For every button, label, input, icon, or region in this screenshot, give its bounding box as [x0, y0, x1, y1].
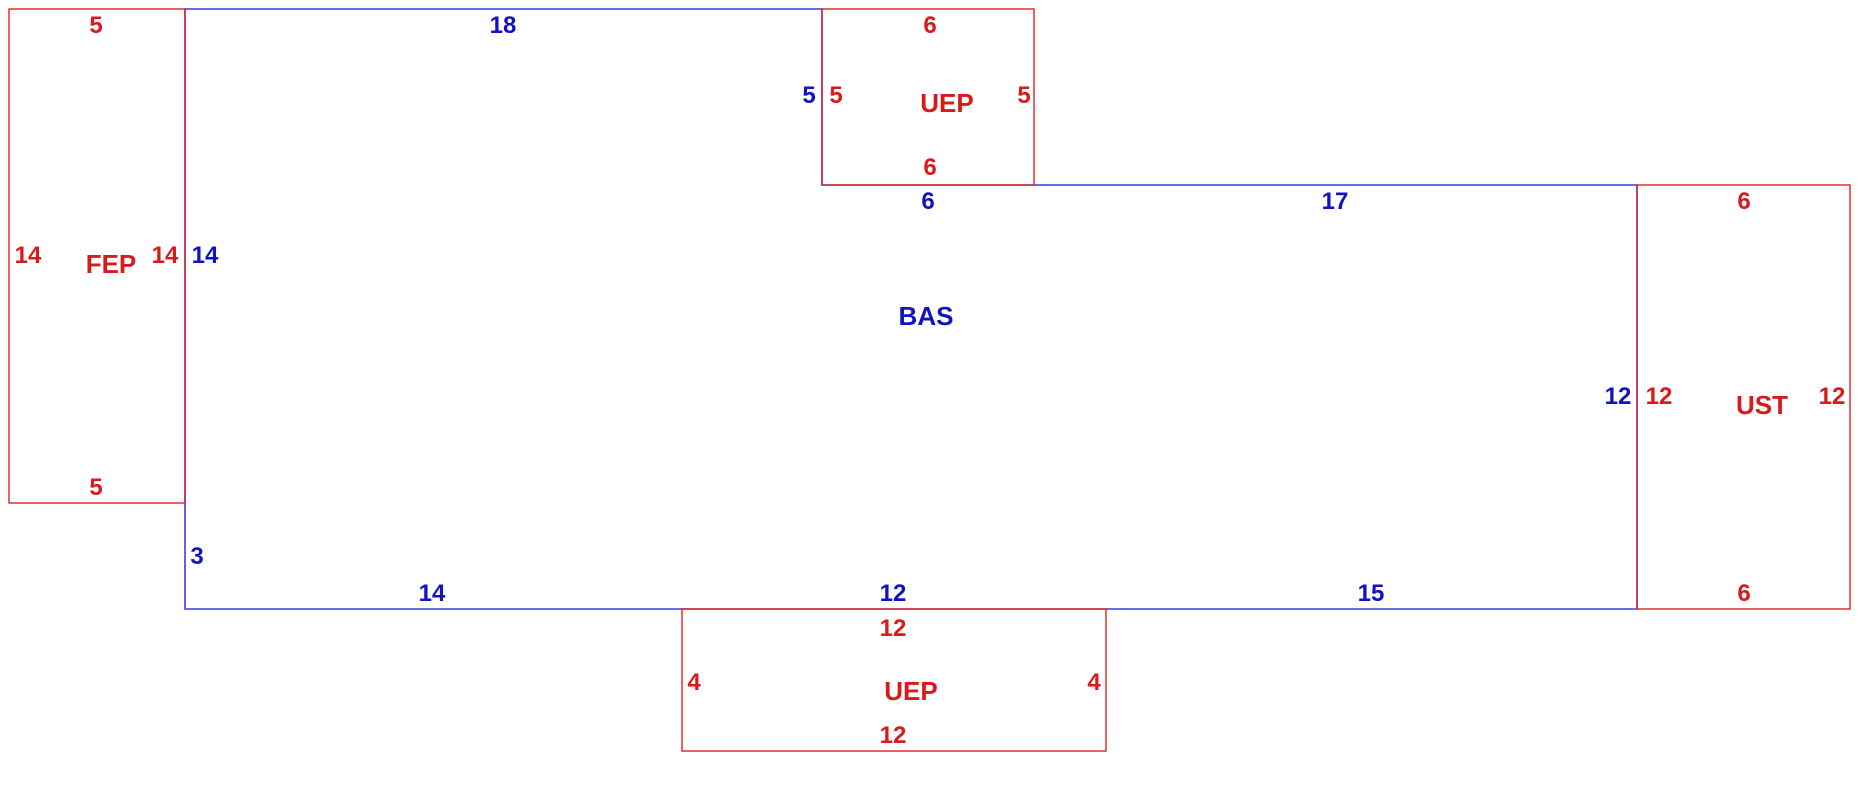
ust-dim-top: 6: [1737, 188, 1750, 215]
fep-outline: [8, 8, 186, 504]
uep-bottom-dim-bottom: 12: [880, 722, 907, 749]
ust-outline: [1636, 184, 1851, 610]
bas-dim-right: 12: [1605, 383, 1632, 410]
bas-dim-bottom-mid: 12: [880, 580, 907, 607]
bas-dim-top: 18: [490, 12, 517, 39]
uep-top-dim-top: 6: [923, 12, 936, 39]
uep-bottom-outline: [681, 608, 1107, 752]
bas-dim-notch-bottom: 6: [921, 188, 934, 215]
uep-bottom-area-label: UEP: [884, 676, 937, 706]
bas-dim-bottom-left: 14: [419, 580, 446, 607]
ust-area-label: UST: [1736, 390, 1788, 420]
fep-dim-bottom: 5: [89, 474, 102, 501]
uep-bottom-dim-right: 4: [1087, 669, 1101, 696]
uep-top-outline: [821, 8, 1035, 186]
bas-dim-left-lower: 3: [190, 543, 203, 570]
fep-area-label: FEP: [86, 249, 137, 279]
uep-top-dim-bottom: 6: [923, 154, 936, 181]
bas-area-label: BAS: [899, 301, 954, 331]
fep-dim-right: 14: [152, 242, 179, 269]
bas-dim-notch-side: 5: [802, 82, 815, 109]
uep-bottom-dim-left: 4: [687, 669, 701, 696]
uep-top-dim-left: 5: [829, 82, 842, 109]
fep-dim-left: 14: [15, 242, 42, 269]
bas-dim-upper-right: 17: [1322, 188, 1349, 215]
bas-dim-bottom-right: 15: [1358, 580, 1385, 607]
ust-dim-left: 12: [1646, 383, 1673, 410]
ust-dim-bottom: 6: [1737, 580, 1750, 607]
uep-bottom-dim-top: 12: [880, 615, 907, 642]
uep-top-dim-right: 5: [1017, 82, 1030, 109]
uep-top-area-label: UEP: [920, 88, 973, 118]
ust-dim-right: 12: [1819, 383, 1846, 410]
bas-dim-left: 14: [192, 242, 219, 269]
fep-dim-top: 5: [89, 12, 102, 39]
